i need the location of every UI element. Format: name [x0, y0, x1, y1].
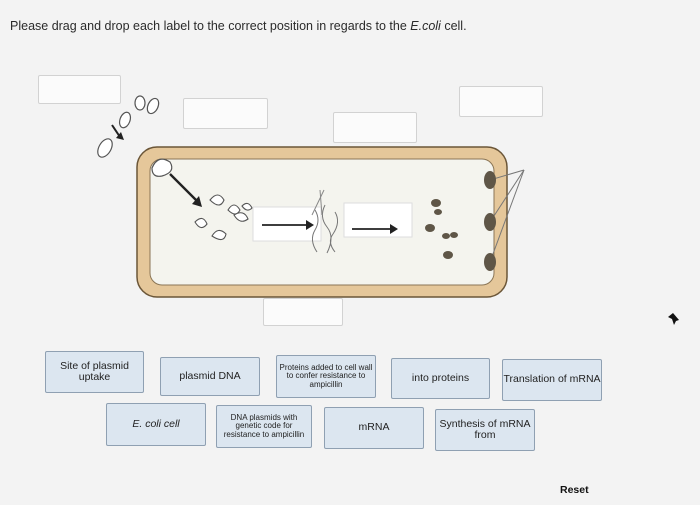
label-synthesis-of-mrna[interactable]: Synthesis of mRNA from: [435, 409, 535, 451]
instruction-part-1: Please drag and drop each label to the c…: [10, 19, 411, 33]
drop-zone-2[interactable]: [183, 98, 268, 129]
label-text: mRNA: [358, 421, 390, 434]
instruction-italic-ecoli: E.coli: [410, 19, 441, 33]
protein-dot-2: [434, 209, 442, 215]
label-text: Proteins added to cell wall to confer re…: [279, 362, 373, 389]
protein-dot-3: [425, 224, 435, 232]
label-proteins-added[interactable]: Proteins added to cell wall to confer re…: [276, 355, 376, 398]
reset-button[interactable]: Reset: [560, 484, 589, 496]
plasmid-entering-wall: [151, 158, 173, 177]
pointer-line-5: [311, 189, 325, 216]
pointer-line-2: [489, 169, 525, 223]
label-text: plasmid DNA: [179, 369, 241, 382]
mouse-cursor-icon: [668, 313, 679, 325]
drop-zone-1[interactable]: [38, 75, 121, 104]
label-site-of-plasmid-uptake[interactable]: Site of plasmid uptake: [45, 351, 144, 393]
transcription-arrowhead: [306, 220, 314, 230]
instruction-part-2: cell.: [440, 19, 467, 33]
plasmid-inside-1: [209, 194, 225, 206]
plasmid-inside-2: [227, 204, 241, 215]
label-text: DNA plasmids with genetic code for resis…: [223, 412, 305, 439]
label-dna-plasmids[interactable]: DNA plasmids with genetic code for resis…: [216, 405, 312, 448]
plasmid-outside-4: [146, 97, 160, 115]
label-text: E. coli cell: [132, 417, 180, 430]
wall-protein-2: [484, 213, 496, 231]
uptake-arrowhead-inside: [192, 196, 202, 207]
uptake-arrowhead-outside: [116, 132, 124, 140]
mrna-strand-1: [311, 209, 319, 253]
plasmid-inside-3: [194, 217, 208, 229]
protein-dot-1: [431, 199, 441, 207]
wall-protein-3: [484, 253, 496, 271]
protein-dot-4: [442, 233, 450, 239]
plasmid-outside-3: [134, 95, 146, 111]
label-text: into proteins: [411, 371, 470, 384]
label-text: Translation of mRNA: [503, 373, 601, 386]
plasmid-inside-4: [211, 229, 227, 241]
mrna-strand-2: [321, 204, 332, 254]
label-text: Synthesis of mRNA from: [439, 417, 531, 441]
pointer-line-3: [489, 169, 525, 263]
plasmid-outside-2: [118, 111, 132, 129]
label-mrna[interactable]: mRNA: [324, 407, 424, 449]
drop-zone-4[interactable]: [459, 86, 543, 117]
label-translation-of-mrna[interactable]: Translation of mRNA: [502, 359, 602, 401]
mrna-strand-3: [329, 211, 339, 253]
translation-box: [343, 202, 413, 238]
instruction-text: Please drag and drop each label to the c…: [10, 19, 467, 33]
wall-protein-1: [484, 171, 496, 189]
drop-zone-5[interactable]: [263, 298, 343, 326]
label-plasmid-dna[interactable]: plasmid DNA: [160, 357, 260, 396]
pointer-line-4: [319, 189, 323, 216]
plasmid-inside-5: [233, 212, 249, 222]
label-e-coli-cell[interactable]: E. coli cell: [106, 403, 206, 446]
label-into-proteins[interactable]: into proteins: [391, 358, 490, 399]
uptake-arrow-inside: [169, 173, 197, 201]
plasmid-outside-1: [97, 138, 113, 158]
translation-arrowhead: [390, 224, 398, 234]
protein-dot-5: [450, 232, 458, 238]
label-text: Site of plasmid uptake: [60, 359, 129, 383]
plasmid-inside-6: [241, 202, 253, 211]
drop-zone-3[interactable]: [333, 112, 417, 143]
protein-dot-6: [443, 251, 453, 259]
